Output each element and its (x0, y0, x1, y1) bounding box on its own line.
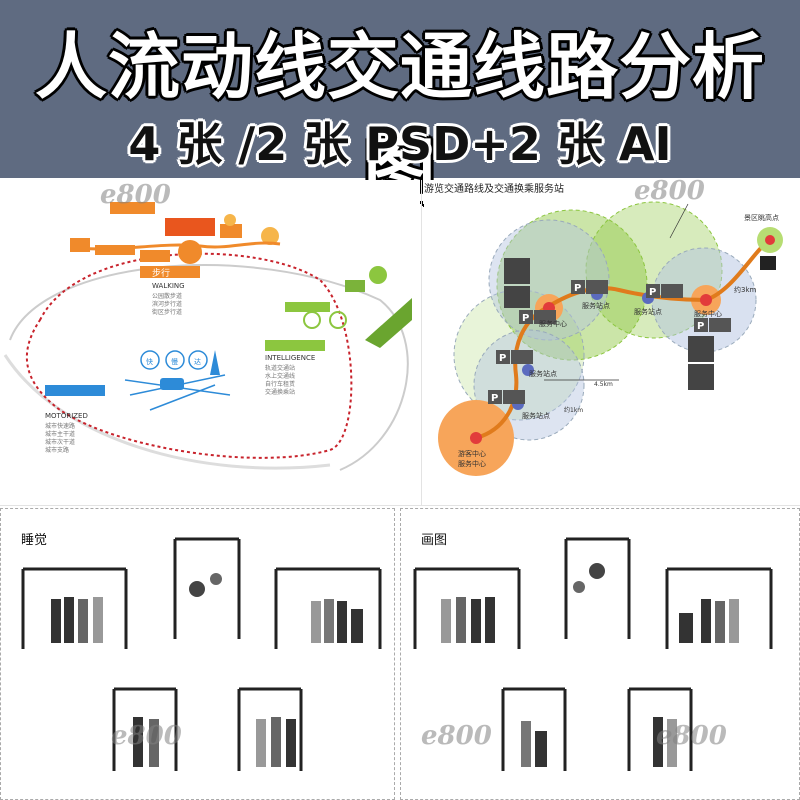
service-station-node (522, 364, 534, 376)
intelligence-line: 水上交通线 (265, 372, 295, 380)
motorized-label-en: MOTORIZED (45, 412, 88, 420)
intelligence-line: 自行车租赁 (265, 380, 295, 388)
visitor-center-node (470, 432, 482, 444)
watermark: e800 (111, 721, 182, 751)
walking-line: 街区步行道 (152, 308, 182, 316)
intelligence-line: 交通换乘站 (265, 388, 295, 396)
traffic-mode-diagram: 步行 WALKING 公园散步道 滨河步行道 街区步行道 INTELLIGENC… (3, 202, 412, 471)
transfer-station-panel: 游览交通路线及交通换乘服务站 (424, 176, 800, 505)
node-label: 服务站点 (582, 301, 610, 310)
panel-divider-horizontal (0, 505, 800, 506)
service-center-node (700, 294, 712, 306)
distance-label: 约1km (564, 406, 583, 414)
people-silhouettes (441, 563, 739, 767)
parking-label: P (491, 393, 498, 404)
motorized-line: 城市主干道 (45, 430, 75, 438)
transfer-station-map: 游览交通路线及交通换乘服务站 (424, 182, 783, 476)
motorized-illustration (124, 350, 231, 411)
activity-icons (504, 258, 714, 390)
drawing-room-panel: 画图 e800 e800 (400, 508, 800, 800)
node-label: 服务中心 (694, 309, 722, 318)
motorized-tag (45, 385, 105, 396)
visitor-center-label: 游客中心 (458, 449, 486, 458)
tour-route (475, 238, 772, 440)
walking-tag (140, 266, 200, 278)
page-subtitle: 4 张 /2 张 PSD+2 张 AI (128, 117, 672, 171)
people-silhouettes (51, 573, 363, 767)
parking-label: P (697, 321, 704, 332)
map-title: 游览交通路线及交通换乘服务站 (424, 182, 564, 195)
panel-label: 睡觉 (21, 533, 48, 548)
parking-label: P (522, 313, 529, 324)
node-label: 服务站点 (634, 307, 662, 316)
motorized-line: 城市快速路 (45, 422, 75, 430)
visitor-center-label: 服务中心 (458, 459, 486, 468)
watermark: e800 (634, 176, 705, 206)
room-section (21, 537, 382, 771)
motorized-line: 城市次干道 (45, 438, 75, 446)
intelligence-illustration (285, 266, 412, 348)
distance-label: 约3km (734, 285, 757, 294)
parking-label: P (499, 353, 506, 364)
panel-label: 画图 (421, 533, 448, 548)
drawing-room-drawings (413, 537, 773, 771)
node-label: 服务站点 (529, 369, 557, 378)
walking-line: 滨河步行道 (152, 300, 182, 308)
intelligence-tag (265, 340, 325, 351)
route-label: 达 (194, 357, 201, 366)
watermark: e800 (656, 721, 727, 751)
sleeping-room-panel: 睡觉 e800 (0, 508, 395, 800)
watermark: e800 (100, 180, 171, 210)
node-label: 服务站点 (522, 411, 550, 420)
swoosh-line (3, 354, 331, 470)
watermark: e800 (421, 721, 492, 751)
distance-marker (669, 203, 689, 239)
panel-divider-vertical (421, 180, 422, 505)
cable-car-icon (760, 256, 776, 270)
route-label: 快 (146, 357, 153, 366)
motorized-line: 城市支路 (45, 446, 69, 454)
node-label: 服务中心 (539, 319, 567, 328)
parking-label: P (574, 283, 581, 294)
parking-bike-icons (488, 280, 731, 404)
walking-label-cn: 步行 (152, 267, 170, 279)
node-label: 景区眺高点 (744, 213, 779, 222)
room-section (413, 537, 773, 771)
walking-label-en: WALKING (152, 282, 185, 290)
title-banner (0, 0, 800, 178)
town-buildings-illustration (70, 202, 281, 264)
route-label: 慢 (171, 357, 178, 366)
page-title: 人流动线交通线路分析图 (34, 25, 765, 214)
distance-label: 4.5km (594, 381, 613, 388)
sleeping-room-drawings (21, 537, 382, 771)
walking-line: 公园散步道 (152, 292, 182, 300)
parking-label: P (649, 287, 656, 298)
intelligence-line: 轨道交通站 (265, 364, 295, 372)
intelligence-label-en: INTELLIGENCE (265, 354, 315, 362)
traffic-mode-panel: 步行 WALKING 公园散步道 滨河步行道 街区步行道 INTELLIGENC… (0, 180, 420, 505)
viewpoint-dot (765, 235, 775, 245)
